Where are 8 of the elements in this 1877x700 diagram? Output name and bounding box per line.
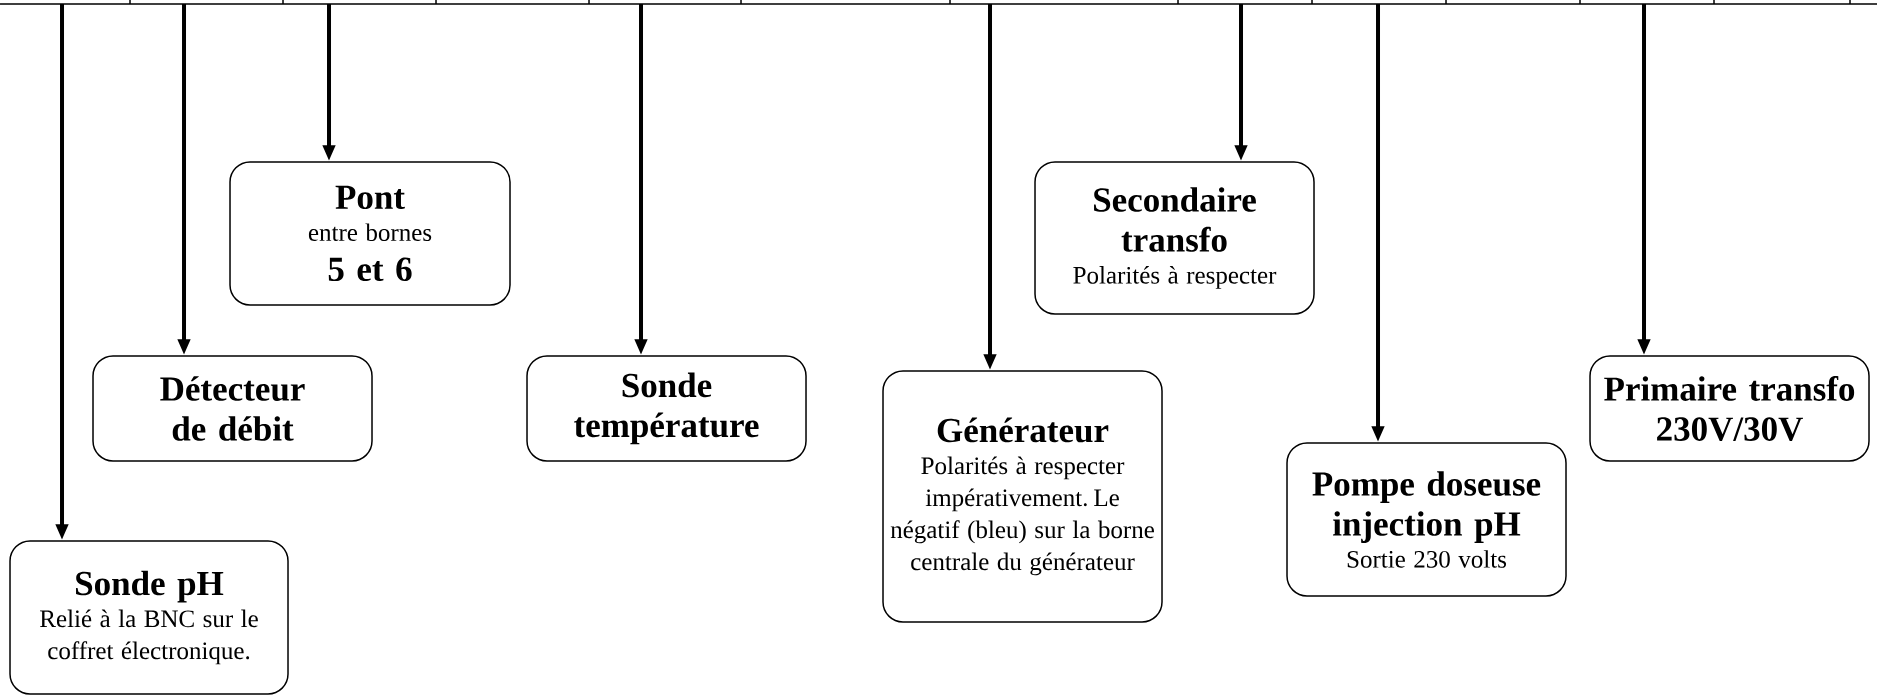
label-box: Pont entre bornes 5 et 6 <box>229 161 511 306</box>
label-box: Secondaire transfo Polarités à respecter <box>1034 161 1315 315</box>
label-box: Pompe doseuse injection pH Sortie 230 volts <box>1286 442 1567 597</box>
label-box: Sonde température <box>526 355 807 462</box>
label-box: Générateur Polarités à respecter impérativement. Le négatif (bleu) sur la borne centrale du générateur <box>882 370 1163 623</box>
label-box: Détecteur de débit <box>92 355 373 462</box>
label-box: Sonde pH Relié à la BNC sur le coffret électronique. <box>9 540 289 695</box>
label-box: Primaire transfo 230V/30V <box>1589 355 1870 462</box>
